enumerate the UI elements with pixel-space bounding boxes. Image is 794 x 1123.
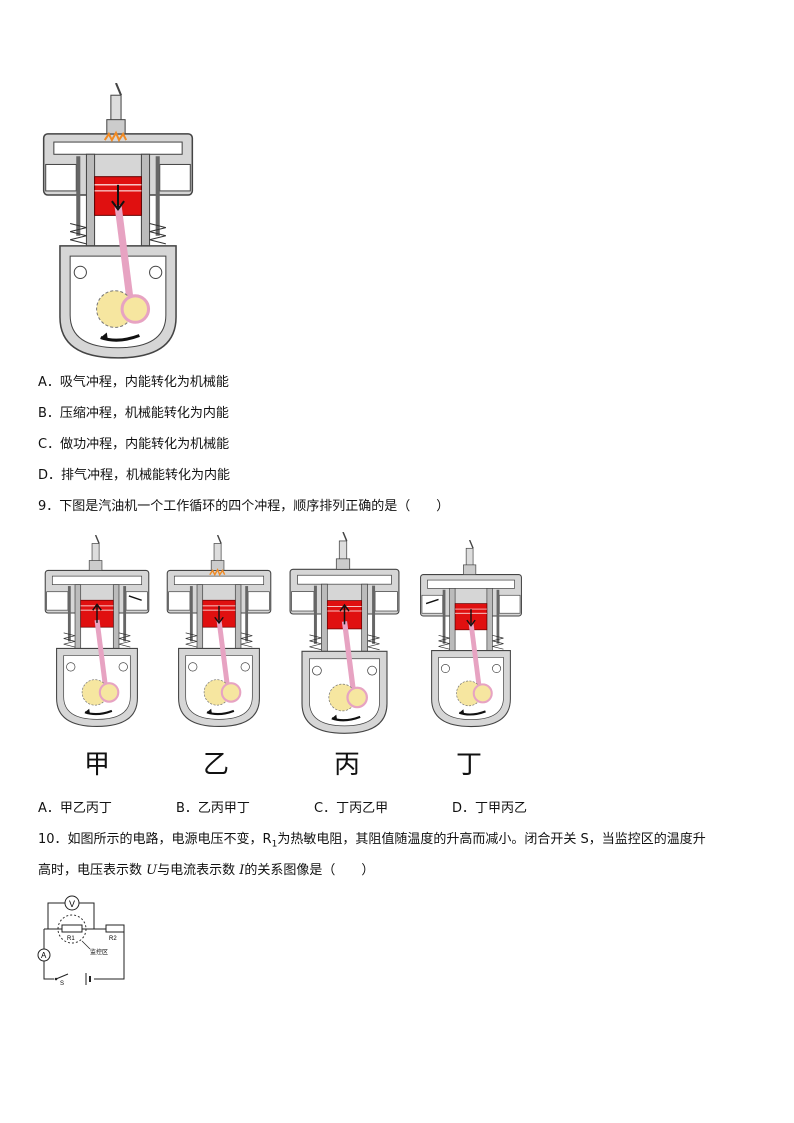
voltmeter-label: V xyxy=(69,899,75,909)
q8-engine-figure xyxy=(38,83,198,363)
switch-label: S xyxy=(60,981,64,985)
q9-option-b[interactable]: B．乙丙甲丁 xyxy=(176,801,250,816)
q9-option-d[interactable]: D．丁甲丙乙 xyxy=(452,801,528,816)
q10-stem-line1: 10．如图所示的电路，电源电压不变，R1为热敏电阻，其阻值随温度的升高而减小。闭… xyxy=(38,832,706,850)
q8-option-c[interactable]: C．做功冲程，内能转化为机械能 xyxy=(38,437,230,452)
engine-label-yi: 乙 xyxy=(203,750,230,780)
ammeter-icon xyxy=(37,948,51,962)
engine-label-ding: 丁 xyxy=(456,750,483,780)
q9-option-a[interactable]: A．甲乙丙丁 xyxy=(38,801,112,816)
q8-option-a[interactable]: A．吸气冲程，内能转化为机械能 xyxy=(38,375,229,390)
engine-label-jia: 甲 xyxy=(84,750,111,780)
circuit-diagram: V R1 R2 监控区 A S xyxy=(34,893,134,985)
r1-label: R1 xyxy=(67,936,75,942)
r2-label: R2 xyxy=(109,936,117,942)
engine-ding xyxy=(418,540,524,730)
engine-yi xyxy=(164,535,274,730)
engine-bing xyxy=(287,532,402,737)
monitor-zone-label: 监控区 xyxy=(90,948,108,956)
q9-stem: 9．下图是汽油机一个工作循环的四个冲程，顺序排列正确的是（ ） xyxy=(38,499,450,514)
q9-option-c[interactable]: C．丁丙乙甲 xyxy=(314,801,389,816)
q8-option-b[interactable]: B．压缩冲程，机械能转化为内能 xyxy=(38,406,229,421)
voltmeter-icon xyxy=(64,895,80,911)
engine-label-bing: 丙 xyxy=(334,750,361,780)
ammeter-label: A xyxy=(41,951,47,960)
q10-stem-line2: 高时，电压表示数 U与电流表示数 I的关系图像是（ ） xyxy=(38,863,375,878)
q8-option-d[interactable]: D．排气冲程，机械能转化为内能 xyxy=(38,468,231,483)
engine-jia xyxy=(42,535,152,730)
